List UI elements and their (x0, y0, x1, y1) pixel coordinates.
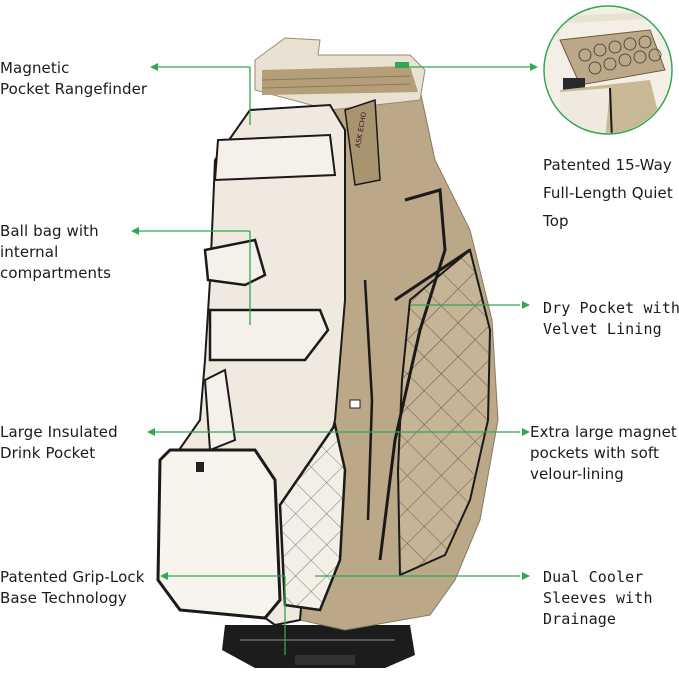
feature-ball-bag-line-3: compartments (0, 264, 112, 282)
feature-cooler-sleeves: Dual Cooler Sleeves with Drainage (543, 567, 653, 630)
feature-rangefinder-line-2: Pocket Rangefinder (0, 80, 148, 98)
feature-cooler-sleeves-line-2: Sleeves with (543, 589, 653, 607)
feature-cooler-sleeves-line-3: Drainage (543, 610, 617, 628)
feature-magnet-pockets: Extra large magnet pockets with soft vel… (530, 422, 677, 485)
feature-magnet-pockets-line-2: pockets with soft (530, 444, 659, 462)
feature-quiet-top-line-2: Full-Length Quiet (543, 184, 673, 202)
feature-quiet-top: Patented 15-Way Full-Length Quiet Top (543, 151, 673, 235)
feature-grip-lock-line-1: Patented Grip-Lock (0, 568, 145, 586)
arrow-heads (131, 63, 538, 580)
bag-base (222, 625, 415, 668)
feature-ball-bag-line-1: Ball bag with (0, 222, 99, 240)
bag-top (254, 37, 426, 111)
feature-dry-pocket: Dry Pocket with Velvet Lining (543, 298, 679, 340)
feature-quiet-top-line-1: Patented 15-Way (543, 156, 672, 174)
feature-magnet-pockets-line-1: Extra large magnet (530, 423, 677, 441)
feature-drink-pocket-line-2: Drink Pocket (0, 444, 96, 462)
feature-drink-pocket-line-1: Large Insulated (0, 423, 118, 441)
feature-grip-lock-line-2: Base Technology (0, 589, 127, 607)
feature-dry-pocket-line-1: Dry Pocket with (543, 299, 679, 317)
feature-rangefinder: Magnetic Pocket Rangefinder (0, 58, 147, 100)
feature-ball-bag: Ball bag with internal compartments (0, 221, 111, 284)
feature-rangefinder-line-1: Magnetic (0, 59, 70, 77)
feature-cooler-sleeves-line-1: Dual Cooler (543, 568, 644, 586)
feature-ball-bag-line-2: internal (0, 243, 59, 261)
feature-quiet-top-line-3: Top (543, 212, 569, 230)
feature-drink-pocket: Large Insulated Drink Pocket (0, 422, 118, 464)
feature-magnet-pockets-line-3: velour-lining (530, 465, 624, 483)
feature-dry-pocket-line-2: Velvet Lining (543, 320, 662, 338)
feature-grip-lock: Patented Grip-Lock Base Technology (0, 567, 144, 609)
